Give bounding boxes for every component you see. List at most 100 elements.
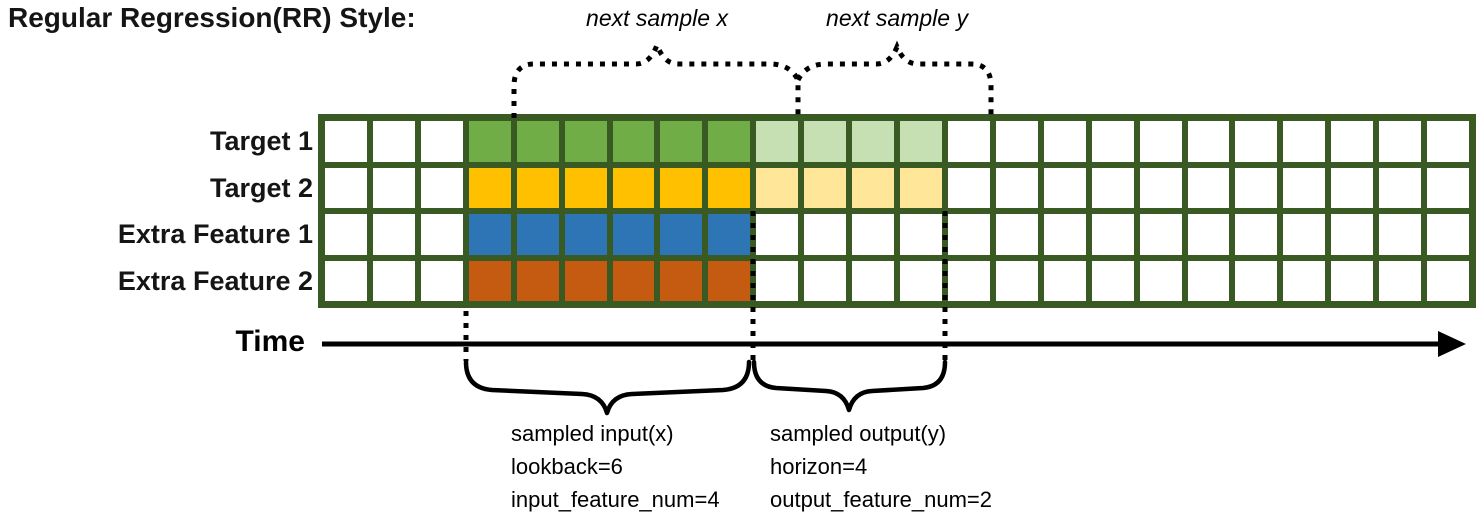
sampled-output-title: sampled output(y): [770, 421, 947, 446]
grid-cell: [947, 121, 990, 162]
grid-cell: [325, 167, 367, 208]
grid-cell: [1427, 167, 1469, 208]
grid-cell: [1379, 214, 1422, 255]
grid-cell: [804, 260, 847, 301]
grid-cell: [564, 121, 607, 162]
row-label-4: Extra Feature 2: [117, 265, 313, 296]
grid-cell: [468, 214, 511, 255]
row-label-2: Target 2: [209, 172, 313, 203]
grid-cell: [1283, 121, 1326, 162]
grid-cell: [1139, 260, 1182, 301]
sampled-input-label-block: sampled input(x) lookback=6 input_featur…: [511, 417, 720, 516]
grid-cell: [420, 214, 463, 255]
grid-cell: [612, 121, 655, 162]
grid-cell: [947, 260, 990, 301]
grid-cell: [660, 167, 703, 208]
grid-cell: [372, 214, 415, 255]
grid-cell: [1187, 167, 1230, 208]
grid-cell: [1091, 121, 1134, 162]
grid-cell: [564, 167, 607, 208]
grid-cell: [468, 121, 511, 162]
horizon-value: horizon=4: [770, 454, 868, 479]
grid-cell: [325, 121, 367, 162]
time-axis-label: Time: [235, 325, 305, 358]
grid-cell: [1139, 167, 1182, 208]
output-feature-num-value: output_feature_num=2: [770, 487, 993, 512]
grid-cell: [1427, 214, 1469, 255]
grid-cell: [1379, 167, 1422, 208]
diagram-title: Regular Regression(RR) Style:: [8, 2, 416, 33]
grid-cell: [372, 121, 415, 162]
grid-cell: [612, 214, 655, 255]
lookback-value: lookback=6: [511, 454, 623, 479]
grid-cell: [708, 260, 751, 301]
grid-cell: [995, 121, 1038, 162]
sampled-output-brace: [751, 359, 948, 413]
grid-cell: [1331, 260, 1374, 301]
grid-cell: [947, 214, 990, 255]
grid-cell: [756, 121, 799, 162]
grid-cell: [1043, 121, 1086, 162]
grid-cell: [1235, 167, 1278, 208]
sampled-output-label-block: sampled output(y) horizon=4 output_featu…: [770, 417, 992, 516]
grid-cell: [612, 167, 655, 208]
grid-cell: [660, 214, 703, 255]
grid-cell: [1283, 167, 1326, 208]
grid-cell: [325, 214, 367, 255]
grid-cell: [708, 214, 751, 255]
grid-cell: [1139, 214, 1182, 255]
grid-cell: [900, 260, 942, 301]
grid-cell: [372, 260, 415, 301]
grid-cell: [852, 260, 894, 301]
grid-cell: [756, 214, 799, 255]
row-label-3: Extra Feature 1: [117, 219, 313, 249]
grid-cell: [516, 167, 559, 208]
grid-cell: [1427, 260, 1469, 301]
grid-cell: [900, 167, 942, 208]
grid-cell: [804, 214, 847, 255]
grid-cell: [1283, 260, 1326, 301]
grid-cell: [660, 260, 703, 301]
grid-cell: [516, 260, 559, 301]
grid-cell: [1235, 214, 1278, 255]
input-feature-num-value: input_feature_num=4: [511, 487, 720, 512]
row-label-1: Target 1: [209, 126, 313, 156]
grid-cell: [756, 167, 799, 208]
grid-cell: [900, 121, 942, 162]
grid-cell: [1043, 167, 1086, 208]
grid-cell: [1043, 214, 1086, 255]
grid-cell: [612, 260, 655, 301]
grid-cell: [1283, 214, 1326, 255]
grid-cell: [1091, 214, 1134, 255]
grid-cell: [1091, 167, 1134, 208]
grid-cell: [516, 214, 559, 255]
grid-cell: [420, 121, 463, 162]
grid-cell: [947, 167, 990, 208]
grid-cell: [325, 260, 367, 301]
grid-cell: [468, 260, 511, 301]
next-sample-x-label: next sample x: [586, 5, 728, 31]
grid-cell: [995, 260, 1038, 301]
grid-cell: [468, 167, 511, 208]
next-sample-y-brace: [795, 40, 994, 118]
grid-cell: [708, 121, 751, 162]
grid-cell: [1427, 121, 1469, 162]
grid-cell: [1331, 121, 1374, 162]
time-axis-arrowhead-icon: [1438, 331, 1466, 357]
next-sample-x-brace: [511, 37, 801, 118]
grid-cell: [708, 167, 751, 208]
grid-cell: [1091, 260, 1134, 301]
grid-cell: [804, 121, 847, 162]
grid-cell: [516, 121, 559, 162]
grid-cell: [1187, 121, 1230, 162]
grid-cell: [1331, 214, 1374, 255]
grid-cell: [1235, 121, 1278, 162]
grid-cell: [995, 167, 1038, 208]
grid-cell: [852, 167, 894, 208]
grid-cell: [852, 214, 894, 255]
grid-cell: [1043, 260, 1086, 301]
grid-cell: [420, 167, 463, 208]
grid-cell: [1379, 121, 1422, 162]
grid-cell: [852, 121, 894, 162]
